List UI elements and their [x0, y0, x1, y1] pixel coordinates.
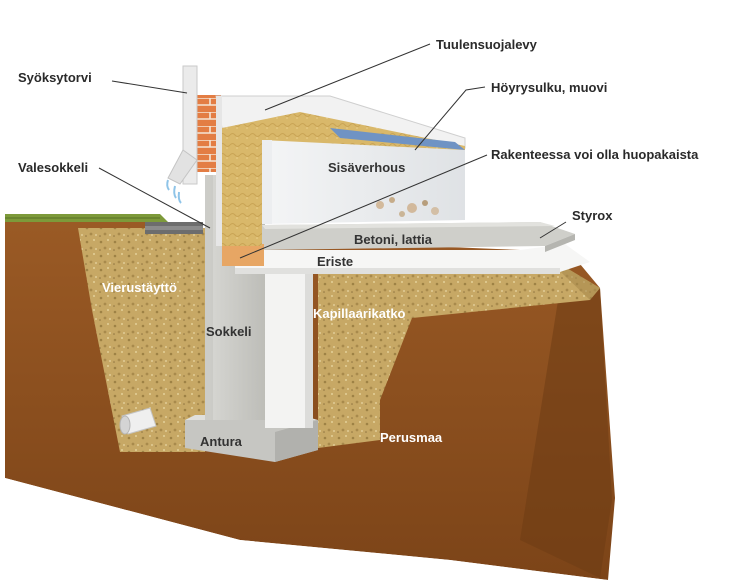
label-rakenteessa: Rakenteessa voi olla huopakaista [491, 147, 699, 162]
backfill-gravel [78, 228, 205, 452]
label-sokkeli: Sokkeli [206, 324, 252, 339]
vertical-insulation [265, 268, 310, 428]
label-perusmaa: Perusmaa [380, 430, 443, 445]
label-betoni-lattia: Betoni, lattia [354, 232, 433, 247]
leader-lines [98, 43, 567, 259]
vapor-barrier [330, 128, 465, 150]
label-kapillaarikatko: Kapillaarikatko [313, 306, 406, 321]
floor-insulation [235, 244, 590, 274]
label-hoyrysulku: Höyrysulku, muovi [491, 80, 607, 95]
capillary-break-gravel [305, 252, 600, 448]
label-syoksytorvi: Syöksytorvi [18, 70, 92, 85]
label-vierustaytto: Vierustäyttö [102, 280, 177, 295]
concrete-slab [262, 222, 575, 252]
interior-wall [262, 140, 465, 224]
wall-base-strip [222, 244, 264, 266]
label-valesokkeli: Valesokkeli [18, 160, 88, 175]
label-styrox: Styrox [572, 208, 613, 223]
label-tuulensuojalevy: Tuulensuojalevy [436, 37, 538, 52]
label-eriste: Eriste [317, 254, 353, 269]
drain-pipe [119, 407, 157, 435]
label-antura: Antura [200, 434, 243, 449]
label-sisaverhous: Sisäverhous [328, 160, 405, 175]
downpipe [166, 65, 198, 204]
